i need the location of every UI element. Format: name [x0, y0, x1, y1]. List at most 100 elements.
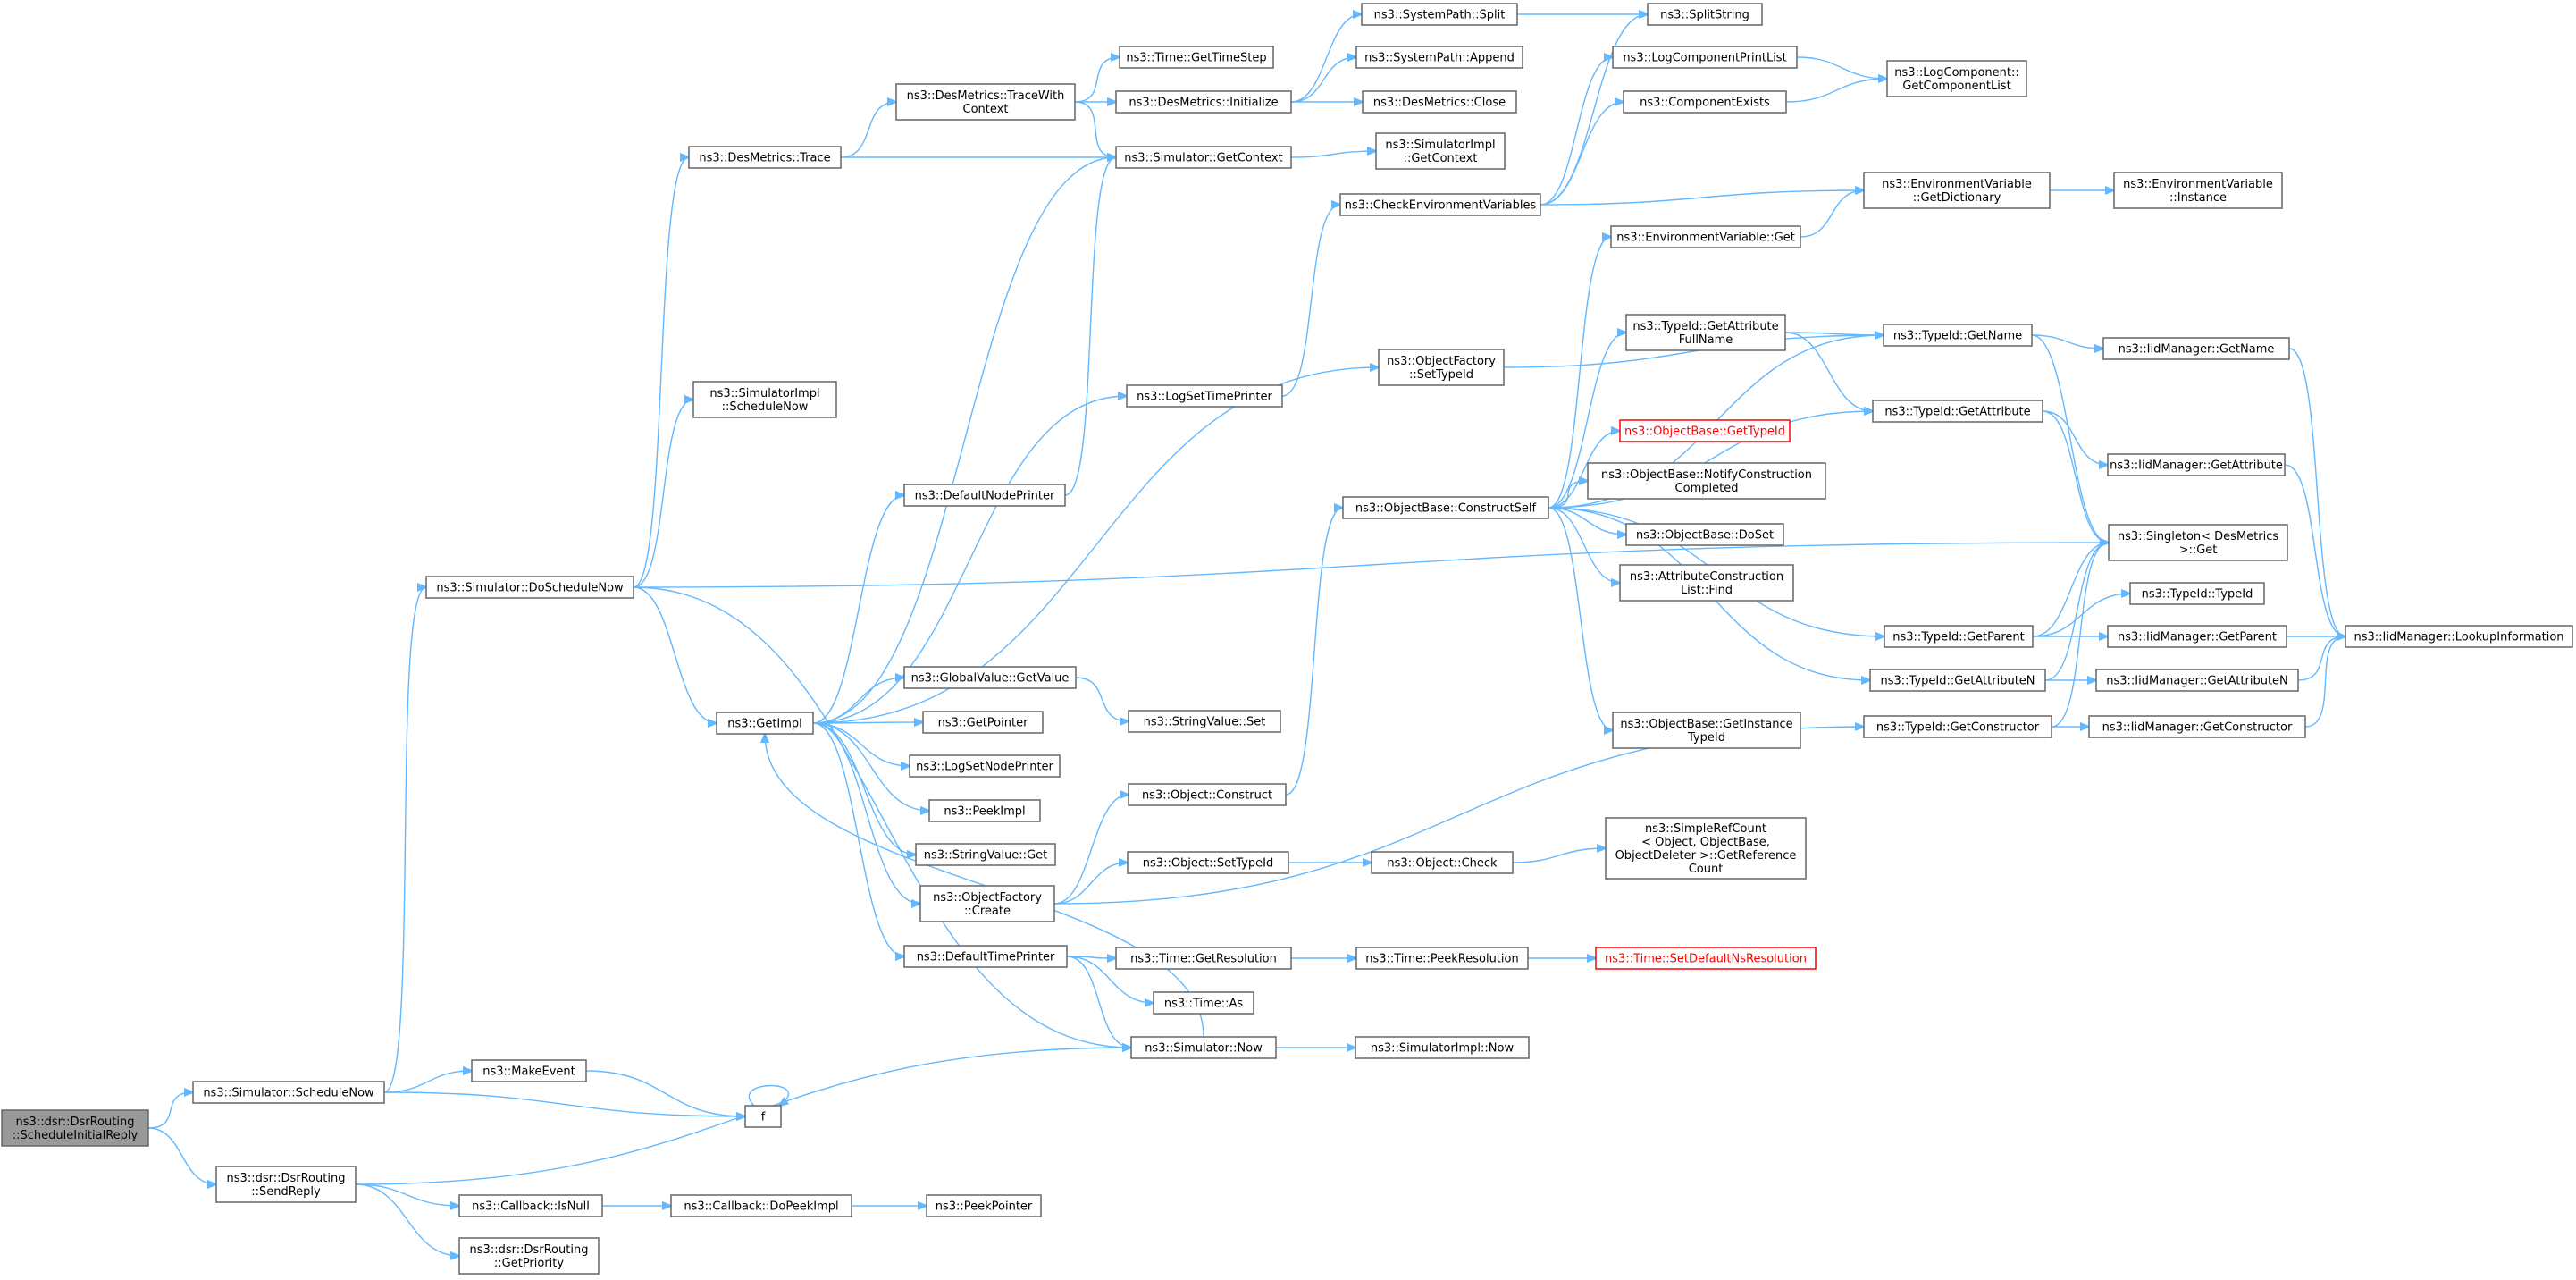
node-simgetctx[interactable]: ns3::Simulator::GetContext: [1115, 146, 1292, 169]
node-label-line: ns3::Time::GetTimeStep: [1126, 52, 1266, 65]
node-objcheck[interactable]: ns3::Object::Check: [1371, 851, 1514, 874]
node-dmclose[interactable]: ns3::DesMetrics::Close: [1362, 90, 1517, 114]
node-box: [1371, 851, 1514, 874]
node-root[interactable]: ns3::dsr::DsrRouting::ScheduleInitialRep…: [1, 1109, 149, 1147]
node-defaultnodeprinter[interactable]: ns3::DefaultNodePrinter: [903, 484, 1066, 507]
edge-tidgetname-to-iidgetname: [2031, 334, 2103, 349]
node-simimplgetctx[interactable]: ns3::SimulatorImpl::GetContext: [1375, 132, 1506, 170]
node-timeas[interactable]: ns3::Time::As: [1153, 991, 1254, 1015]
node-makeevent[interactable]: ns3::MakeEvent: [471, 1059, 587, 1082]
edge-compexists-to-logcompgetlist: [1785, 79, 1887, 103]
node-iidgetparent[interactable]: ns3::IidManager::GetParent: [2107, 625, 2287, 648]
node-iidgetconstructor[interactable]: ns3::IidManager::GetConstructor: [2088, 715, 2306, 738]
node-obnotify[interactable]: ns3::ObjectBase::NotifyConstructionCompl…: [1587, 462, 1826, 500]
node-timegetstep[interactable]: ns3::Time::GetTimeStep: [1119, 46, 1274, 69]
node-tidgetname[interactable]: ns3::TypeId::GetName: [1883, 324, 2033, 347]
node-logsetnodeprinter[interactable]: ns3::LogSetNodePrinter: [909, 754, 1061, 778]
node-box: [1883, 324, 2033, 347]
node-timepeekres[interactable]: ns3::Time::PeekResolution: [1355, 947, 1529, 970]
node-obdoset[interactable]: ns3::ObjectBase::DoSet: [1625, 523, 1784, 546]
node-envvarget[interactable]: ns3::EnvironmentVariable::Get: [1610, 225, 1801, 248]
node-spappend[interactable]: ns3::SystemPath::Append: [1355, 46, 1523, 69]
node-box: [1375, 132, 1506, 170]
node-svget[interactable]: ns3::StringValue::Get: [915, 843, 1056, 866]
node-objconstruct[interactable]: ns3::Object::Construct: [1128, 783, 1287, 806]
node-label-line: ns3::dsr::DsrRouting: [227, 1172, 346, 1185]
node-tidgetattrn[interactable]: ns3::TypeId::GetAttributeN: [1869, 669, 2046, 692]
node-tidtypeid[interactable]: ns3::TypeId::TypeId: [2129, 582, 2265, 605]
node-tidgetconstructor[interactable]: ns3::TypeId::GetConstructor: [1863, 715, 2052, 738]
node-box: [2345, 625, 2573, 648]
node-obconstructself[interactable]: ns3::ObjectBase::ConstructSelf: [1342, 496, 1549, 519]
node-label-line: ns3::LogComponentPrintList: [1623, 52, 1786, 65]
node-box: [1863, 715, 2052, 738]
node-box: [1595, 947, 1817, 970]
node-label-line: ns3::SimpleRefCount: [1645, 822, 1766, 836]
edge-simgetctx-to-simimplgetctx: [1290, 151, 1376, 158]
node-spsplit[interactable]: ns3::SystemPath::Split: [1361, 3, 1518, 26]
node-splitstring[interactable]: ns3::SplitString: [1647, 3, 1763, 26]
node-logcompprintlist[interactable]: ns3::LogComponentPrintList: [1612, 46, 1798, 69]
node-label-line: ns3::EnvironmentVariable: [2123, 178, 2273, 191]
node-defaulttimeprinter[interactable]: ns3::DefaultTimePrinter: [903, 945, 1068, 968]
node-simimplnow[interactable]: ns3::SimulatorImpl::Now: [1355, 1036, 1530, 1059]
node-tidgetparent[interactable]: ns3::TypeId::GetParent: [1884, 625, 2034, 648]
node-iidlookup[interactable]: ns3::IidManager::LookupInformation: [2345, 625, 2573, 648]
node-box: [1128, 710, 1281, 733]
node-label-line: ns3::TypeId::GetConstructor: [1876, 721, 2040, 735]
node-getprio[interactable]: ns3::dsr::DsrRouting::GetPriority: [458, 1237, 600, 1275]
node-label-line: ns3::Object::Construct: [1142, 789, 1272, 803]
edge-dminit-to-spsplit: [1290, 14, 1362, 103]
node-box: [1619, 564, 1794, 602]
node-simimplschednow[interactable]: ns3::SimulatorImpl::ScheduleNow: [692, 381, 837, 418]
node-envvarinstance[interactable]: ns3::EnvironmentVariable::Instance: [2113, 172, 2283, 209]
node-schednow[interactable]: ns3::Simulator::ScheduleNow: [192, 1081, 385, 1104]
edge-tidgetparent-to-singletonget: [2032, 543, 2109, 637]
node-objsettypeid[interactable]: ns3::Object::SetTypeId: [1127, 851, 1289, 874]
node-peekpointer[interactable]: ns3::PeekPointer: [926, 1194, 1042, 1217]
node-iidgetattr[interactable]: ns3::IidManager::GetAttribute: [2107, 453, 2286, 476]
node-box: [928, 799, 1041, 822]
edge-defaulttimeprinter-to-timeas: [1066, 956, 1154, 1003]
node-dmtrace[interactable]: ns3::DesMetrics::Trace: [688, 146, 842, 169]
edge-iidgetname-to-iidlookup: [2288, 348, 2345, 636]
node-checkenv[interactable]: ns3::CheckEnvironmentVariables: [1339, 193, 1541, 216]
node-svset[interactable]: ns3::StringValue::Set: [1128, 710, 1281, 733]
edge-sendreply-to-getprio: [355, 1183, 459, 1256]
node-gvgetvalue[interactable]: ns3::GlobalValue::GetValue: [903, 666, 1077, 689]
node-simnow[interactable]: ns3::Simulator::Now: [1130, 1036, 1277, 1059]
node-label-line: ns3::dsr::DsrRouting: [470, 1243, 589, 1257]
node-ofcreate[interactable]: ns3::ObjectFactory::Create: [919, 885, 1055, 922]
node-compexists[interactable]: ns3::ComponentExists: [1623, 90, 1787, 114]
node-singletonget[interactable]: ns3::Singleton< DesMetrics >::Get: [2108, 524, 2288, 561]
node-dopeekimpl[interactable]: ns3::Callback::DoPeekImpl: [670, 1194, 852, 1217]
node-iidgetattrn[interactable]: ns3::IidManager::GetAttributeN: [2095, 669, 2299, 692]
node-label-line: ns3::IidManager::GetAttribute: [2110, 459, 2283, 473]
node-logsettimeprinter[interactable]: ns3::LogSetTimePrinter: [1126, 384, 1283, 408]
node-dminit[interactable]: ns3::DesMetrics::Initialize: [1115, 90, 1292, 114]
node-getpointer[interactable]: ns3::GetPointer: [922, 711, 1044, 734]
node-logcompgetlist[interactable]: ns3::LogComponent::GetComponentList: [1886, 60, 2027, 97]
node-timesetdefault[interactable]: ns3::Time::SetDefaultNsResolution: [1595, 947, 1817, 970]
node-label-line: ::SetTypeId: [1409, 368, 1473, 382]
node-envvargetdict[interactable]: ns3::EnvironmentVariable::GetDictionary: [1863, 172, 2051, 209]
node-doschednow[interactable]: ns3::Simulator::DoScheduleNow: [425, 576, 634, 599]
node-sendreply[interactable]: ns3::dsr::DsrRouting::SendReply: [215, 1166, 357, 1203]
node-obgettypeid[interactable]: ns3::ObjectBase::GetTypeId: [1619, 419, 1791, 442]
node-timegetres[interactable]: ns3::Time::GetResolution: [1115, 947, 1292, 970]
node-getimpl[interactable]: ns3::GetImpl: [716, 712, 814, 735]
node-peekimpl[interactable]: ns3::PeekImpl: [928, 799, 1041, 822]
node-simplerefcount[interactable]: ns3::SimpleRefCount< Object, ObjectBase,…: [1605, 817, 1807, 880]
edge-getimpl-to-ofsettypeid: [812, 367, 1379, 724]
node-ofsettypeid[interactable]: ns3::ObjectFactory::SetTypeId: [1378, 349, 1505, 386]
node-box: [471, 1059, 587, 1082]
node-box: [1625, 523, 1784, 546]
node-tidgetattr[interactable]: ns3::TypeId::GetAttribute: [1872, 400, 2043, 423]
node-isnull[interactable]: ns3::Callback::IsNull: [458, 1194, 603, 1217]
node-f[interactable]: f: [744, 1105, 782, 1128]
node-iidgetname[interactable]: ns3::IidManager::GetName: [2102, 337, 2290, 360]
